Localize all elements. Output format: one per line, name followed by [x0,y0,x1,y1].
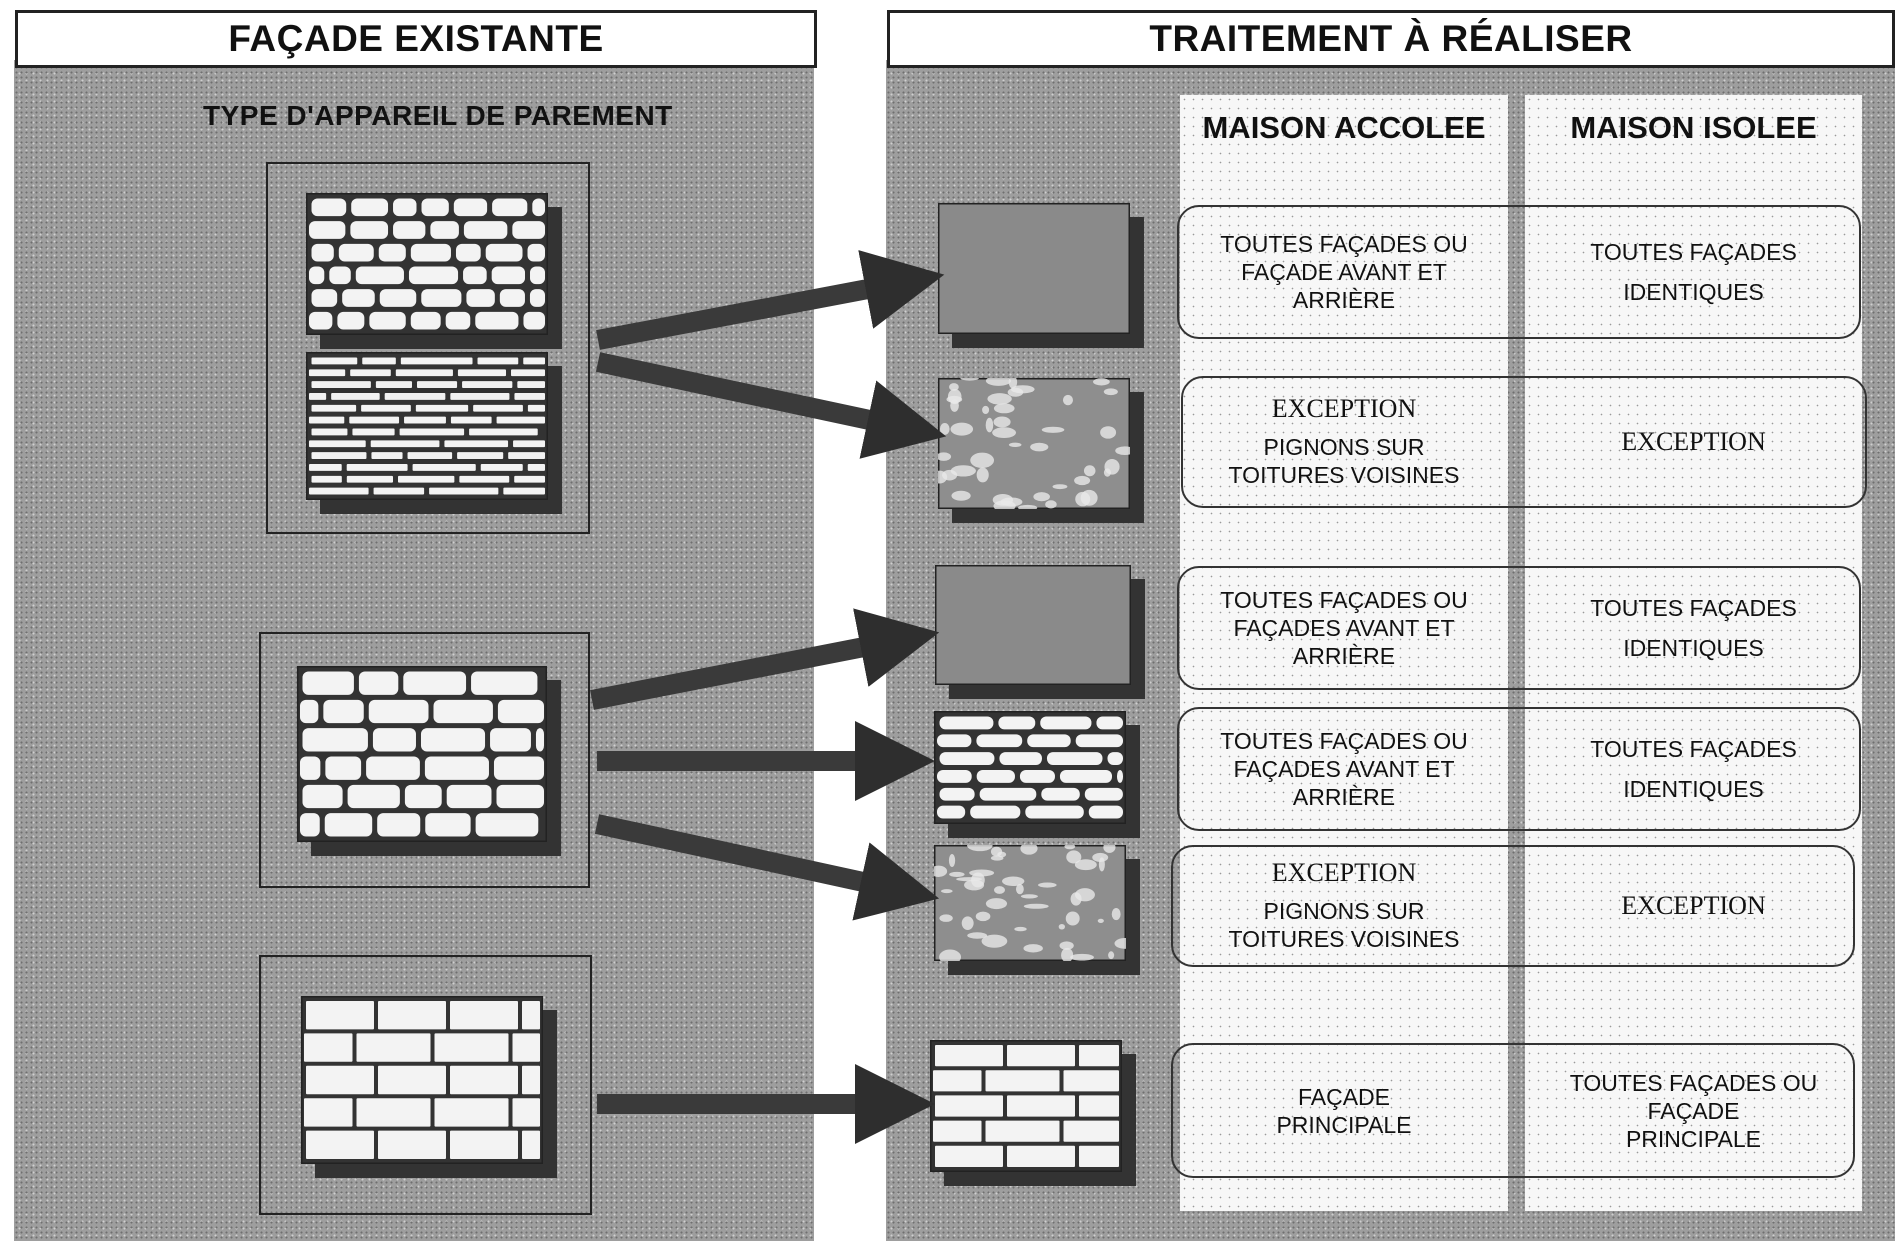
text-line: TOUTES FAÇADES [1590,232,1797,272]
text-line: TOUTES FAÇADES OU [1570,1069,1818,1097]
row-3-isolee: TOUTES FAÇADES IDENTIQUES [1525,566,1862,690]
arrow-3 [592,640,900,700]
text-line: FAÇADE [1647,1097,1739,1125]
text-line: TOUTES FAÇADES OU [1220,727,1468,755]
row-4-accolee: TOUTES FAÇADES OU FAÇADES AVANT ET ARRIÈ… [1180,707,1508,831]
text-line: IDENTIQUES [1623,628,1764,668]
row-1-accolee: TOUTES FAÇADES OU FAÇADE AVANT ET ARRIÈR… [1180,205,1508,339]
text-line: TOUTES FAÇADES OU [1220,230,1468,258]
row-6-isolee: TOUTES FAÇADES OU FAÇADE PRINCIPALE [1525,1043,1862,1178]
text-line: TOUTES FAÇADES [1590,588,1797,628]
text-line: TOUTES FAÇADES [1590,729,1797,769]
text-line: PIGNONS SUR [1263,897,1424,925]
text-line: ARRIÈRE [1293,783,1395,811]
arrow-5 [597,824,900,890]
text-line: ARRIÈRE [1293,642,1395,670]
exception-label: EXCEPTION [1621,428,1765,456]
text-line: TOUTES FAÇADES OU [1220,586,1468,614]
text-line: PIGNONS SUR [1263,433,1424,461]
row-5-accolee: EXCEPTION PIGNONS SUR TOITURES VOISINES [1180,845,1508,967]
row-3-accolee: TOUTES FAÇADES OU FAÇADES AVANT ET ARRIÈ… [1180,566,1508,690]
text-line: FAÇADE AVANT ET [1241,258,1447,286]
text-line: PRINCIPALE [1276,1111,1411,1139]
text-line: FAÇADES AVANT ET [1233,614,1454,642]
row-2-isolee: EXCEPTION [1525,376,1862,508]
text-line: IDENTIQUES [1623,769,1764,809]
text-line: FAÇADE [1298,1083,1390,1111]
arrow-1 [598,282,905,340]
exception-label: EXCEPTION [1272,859,1416,887]
text-line: FAÇADES AVANT ET [1233,755,1454,783]
exception-label: EXCEPTION [1272,395,1416,423]
row-6-accolee: FAÇADE PRINCIPALE [1180,1043,1508,1178]
text-line: TOITURES VOISINES [1229,461,1460,489]
text-line: PRINCIPALE [1626,1125,1761,1153]
text-line: ARRIÈRE [1293,286,1395,314]
row-1-isolee: TOUTES FAÇADES IDENTIQUES [1525,205,1862,339]
text-line: TOITURES VOISINES [1229,925,1460,953]
exception-label: EXCEPTION [1621,892,1765,920]
row-4-isolee: TOUTES FAÇADES IDENTIQUES [1525,707,1862,831]
row-5-isolee: EXCEPTION [1525,845,1862,967]
arrow-2 [598,362,907,428]
text-line: IDENTIQUES [1623,272,1764,312]
row-2-accolee: EXCEPTION PIGNONS SUR TOITURES VOISINES [1180,376,1508,508]
